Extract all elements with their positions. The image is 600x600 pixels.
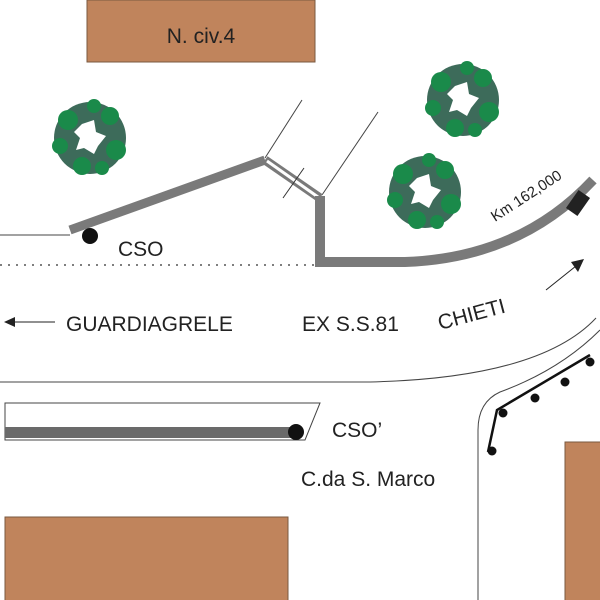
lot-line bbox=[321, 111, 379, 196]
building-civ4 bbox=[86, 0, 316, 63]
road-name-label: EX S.S.81 bbox=[302, 313, 399, 336]
building-label: N. civ.4 bbox=[167, 25, 236, 48]
cso-label: CSO bbox=[118, 238, 164, 261]
building-bottom-left bbox=[4, 516, 289, 600]
tree-icon bbox=[425, 61, 499, 137]
road-edge-junction bbox=[477, 329, 600, 600]
fence bbox=[486, 353, 591, 453]
road-east-label: CHIETI bbox=[435, 295, 507, 335]
km-marker bbox=[565, 189, 591, 217]
cso-prime-label: CSO’ bbox=[332, 419, 382, 442]
upper-wall bbox=[68, 155, 267, 235]
lot-line bbox=[264, 99, 303, 159]
gate-mark bbox=[282, 167, 305, 199]
fence-posts bbox=[487, 357, 595, 456]
cso-prime-point bbox=[288, 424, 304, 440]
lower-wall bbox=[5, 427, 297, 438]
arrow-east-icon bbox=[545, 259, 584, 291]
tree-icon bbox=[387, 153, 461, 229]
gate-inner bbox=[266, 159, 319, 199]
cso-point bbox=[82, 228, 98, 244]
locality-label: C.da S. Marco bbox=[301, 468, 435, 491]
road-west-label: GUARDIAGRELE bbox=[66, 313, 233, 336]
tree-icon bbox=[52, 99, 126, 175]
building-bottom-right bbox=[564, 441, 600, 600]
road-edge-north bbox=[0, 317, 597, 383]
arrow-west-icon bbox=[4, 317, 55, 327]
